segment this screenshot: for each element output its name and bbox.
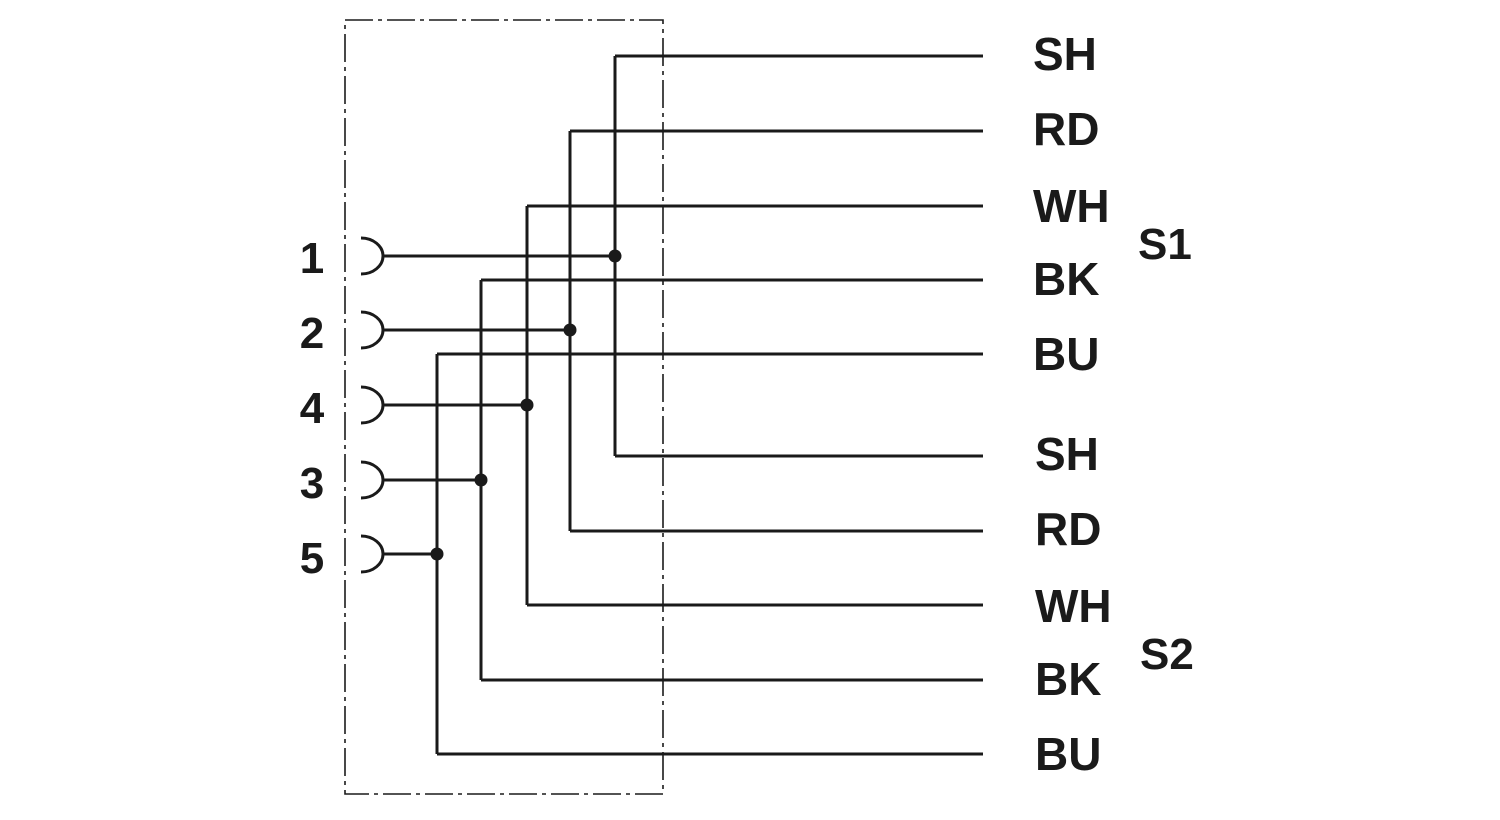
pin-label: 2	[300, 309, 324, 358]
pin-label: 4	[300, 384, 325, 433]
socket-icon	[360, 534, 385, 574]
wire-label: WH	[1033, 180, 1110, 232]
wire-label: SH	[1033, 28, 1097, 80]
junction-dot	[430, 547, 444, 561]
wire-label: RD	[1033, 103, 1099, 155]
junction-dots	[430, 249, 622, 561]
wire-label: BU	[1035, 728, 1101, 780]
wire-label: BK	[1035, 653, 1101, 705]
junction-dot	[563, 323, 577, 337]
pin-label: 1	[300, 234, 324, 283]
socket-icon	[360, 236, 385, 276]
connector-housing-outline	[344, 19, 664, 795]
pin-label: 5	[300, 534, 324, 583]
socket-icon	[360, 385, 385, 425]
wire-label: BU	[1033, 328, 1099, 380]
wire-label: RD	[1035, 503, 1101, 555]
junction-dot	[474, 473, 488, 487]
wire-label: WH	[1035, 580, 1112, 632]
wire-label: BK	[1033, 253, 1099, 305]
wire-label: SH	[1035, 428, 1099, 480]
pin-label: 3	[300, 459, 324, 508]
wires	[384, 54, 983, 756]
group-label-s1: S1	[1138, 220, 1192, 269]
junction-dot	[520, 398, 534, 412]
junction-dot	[608, 249, 622, 263]
socket-icon	[360, 310, 385, 350]
connector-sockets	[360, 236, 385, 574]
group-label-s2: S2	[1140, 630, 1194, 679]
socket-icon	[360, 460, 385, 500]
